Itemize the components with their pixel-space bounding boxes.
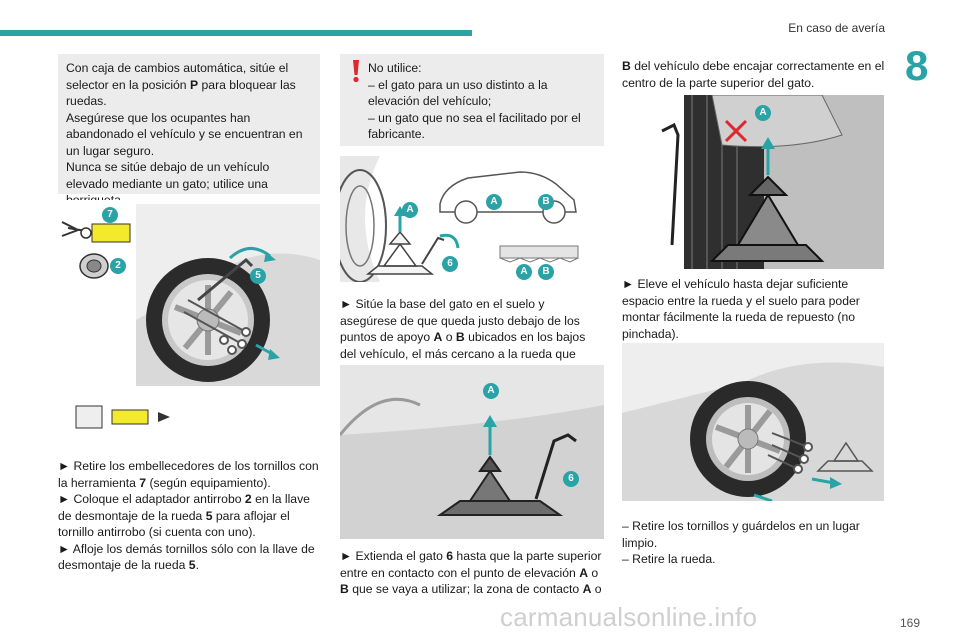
- step-remove-covers: ► Retire los embellecedores de los torni…: [58, 459, 319, 490]
- label-A-badge: A: [402, 202, 418, 218]
- label-A-badge-2: A: [483, 383, 499, 399]
- col3-dash-list: – Retire los tornillos y guárdelos en un…: [622, 518, 886, 568]
- exclamation-icon: [353, 60, 359, 83]
- info-box-line-2: Asegúrese que los ocupantes han abandona…: [66, 110, 303, 158]
- header-accent-bar: [0, 30, 472, 36]
- col3-intro: B del vehículo debe encajar correctament…: [622, 59, 885, 90]
- wheel-bolts-illustration: [61, 204, 320, 429]
- label-2-badge: 2: [110, 258, 126, 274]
- label-6-badge-2: 6: [563, 471, 579, 487]
- figure-jack-extend: A 6: [340, 365, 604, 539]
- figure-wheel-bolts: 7 2 5: [58, 200, 320, 440]
- label-B-sill-badge: B: [538, 264, 554, 280]
- figure-jack-points: A 6 A B A B: [340, 156, 604, 282]
- jack-extend-illustration: [340, 365, 604, 539]
- label-A-sill-badge: A: [516, 264, 532, 280]
- warning-line-1: No utilice:: [368, 61, 422, 75]
- label-B-car-badge: B: [538, 194, 554, 210]
- label-A-car-badge: A: [486, 194, 502, 210]
- info-box-line-1: Con caja de cambios automática, sitúe el…: [66, 61, 296, 108]
- page-number: 169: [899, 616, 920, 630]
- label-5-badge: 5: [250, 268, 266, 284]
- step-loosen-bolts: ► Afloje los demás tornillos sólo con la…: [58, 541, 315, 573]
- step-place-adapter: ► Coloque el adaptador antirrobo 2 en la…: [58, 492, 310, 539]
- watermark-text: carmanualsonline.info: [500, 602, 758, 632]
- label-6-badge: 6: [442, 256, 458, 272]
- jack-contact-illustration: [661, 95, 884, 269]
- wheel-removal-illustration: [622, 343, 884, 501]
- figure-wheel-removal: [622, 343, 884, 501]
- section-title: En caso de avería: [788, 21, 885, 35]
- dash-item-remove-wheel: – Retire la rueda.: [622, 552, 716, 566]
- col1-steps: ► Retire los embellecedores de los torni…: [58, 458, 320, 574]
- warning-line-3: – un gato que no sea el facilitado por e…: [368, 110, 581, 142]
- info-box: Con caja de cambios automática, sitúe el…: [58, 54, 320, 207]
- col2-step-extend-jack: ► Extienda el gato 6 hasta que la parte …: [340, 549, 602, 596]
- warning-box: No utilice: – el gato para un uso distin…: [340, 54, 604, 146]
- chapter-number: 8: [905, 42, 929, 89]
- label-7-badge: 7: [102, 207, 118, 223]
- label-A-badge-3: A: [755, 105, 771, 121]
- figure-jack-contact: A: [622, 95, 884, 269]
- dash-item-remove-bolts: – Retire los tornillos y guárdelos en un…: [622, 519, 860, 550]
- col3-step-raise: ► Eleve el vehículo hasta dejar suficien…: [622, 277, 860, 341]
- warning-line-2: – el gato para un uso distinto a la elev…: [368, 77, 548, 109]
- jack-points-illustration: [340, 156, 579, 282]
